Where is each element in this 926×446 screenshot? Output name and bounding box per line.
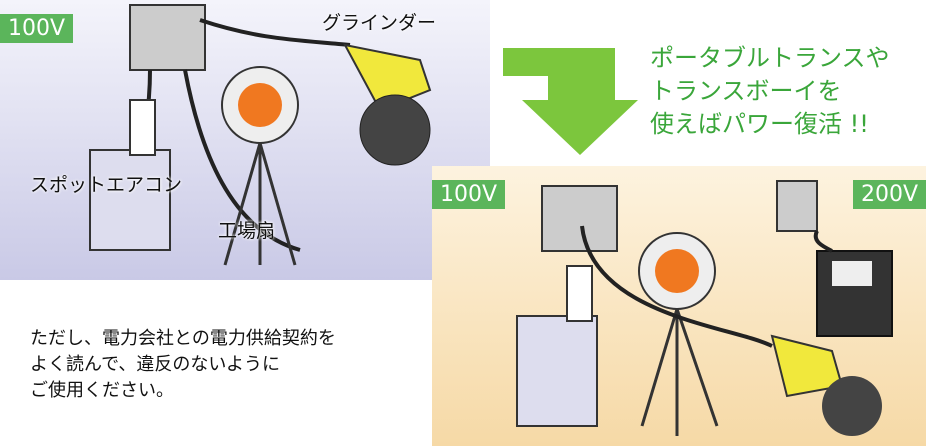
outlet-box (129, 4, 206, 71)
contract-note: ただし、電力会社との電力供給契約を よく読んで、違反のないように ご使用ください… (30, 326, 336, 404)
message-line: ポータブルトランスや (650, 44, 890, 72)
note-line: ただし、電力会社との電力供給契約を (30, 328, 336, 349)
grinder-label: グラインダー (322, 12, 437, 34)
aircon-label: スポットエアコン (30, 174, 183, 196)
outlet-box (541, 185, 618, 252)
before-scene (89, 4, 432, 266)
note-line: ご使用ください。 (30, 380, 174, 401)
voltage-badge: 100V (0, 14, 74, 43)
wall-outlet (776, 180, 818, 232)
after-scene (516, 180, 893, 436)
voltage-badge-100v: 100V (432, 180, 506, 209)
grinder-icon (343, 43, 432, 112)
after-illustration: 100V 200V (432, 166, 926, 446)
aircon-icon (516, 315, 598, 427)
message-line: 使えばパワー復活 !! (650, 110, 869, 138)
voltage-badge-200v: 200V (852, 180, 926, 209)
fan-label: 工場扇 (218, 220, 276, 242)
message-line: トランスボーイを (650, 77, 842, 105)
note-line: よく読んで、違反のないように (30, 354, 281, 375)
before-illustration: 100V グラインダー スポットエアコン 工場扇 (0, 0, 490, 280)
message: ポータブルトランスや トランスボーイを 使えばパワー復活 !! (650, 42, 890, 141)
aircon-icon (89, 149, 171, 251)
